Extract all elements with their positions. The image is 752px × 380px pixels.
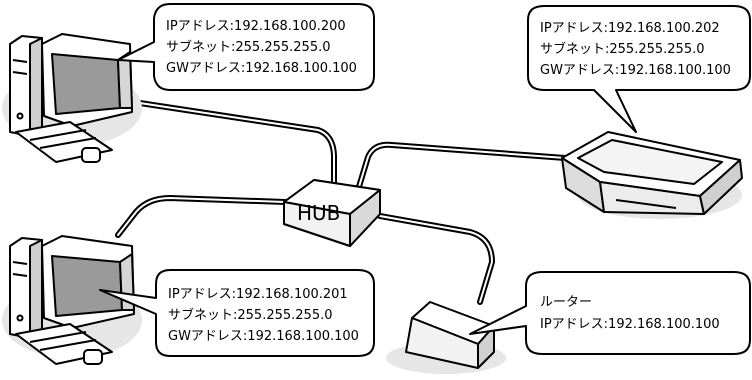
scanner-gateway: GWアドレス:192.168.100.100 <box>540 63 731 78</box>
callout-pc-bottom: IPアドレス:192.168.100.201 サブネット:255.255.255… <box>99 269 375 357</box>
pc-bottom-gateway: GWアドレス:192.168.100.100 <box>168 329 359 344</box>
pc-bottom-ip: IPアドレス:192.168.100.201 <box>168 287 348 302</box>
scanner-device <box>561 131 743 219</box>
cable-hub-pc-bottom <box>115 195 288 238</box>
pc-top-subnet: サブネット:255.255.255.0 <box>166 39 331 55</box>
cable-hub-scanner <box>355 141 568 193</box>
cable-hub-router <box>377 213 495 305</box>
hub-device: HUB <box>283 179 381 247</box>
cable-pc-top-hub <box>117 97 337 193</box>
scanner-ip: IPアドレス:192.168.100.202 <box>540 21 720 36</box>
router-ip: IPアドレス:192.168.100.100 <box>540 317 720 332</box>
callout-pc-top: IPアドレス:192.168.100.200 サブネット:255.255.255… <box>117 3 375 91</box>
scanner-subnet: サブネット:255.255.255.0 <box>540 41 705 57</box>
hub-label: HUB <box>297 201 340 225</box>
pc-bottom <box>2 235 142 365</box>
callout-scanner: IPアドレス:192.168.100.202 サブネット:255.255.255… <box>527 5 751 133</box>
router-label: ルーター <box>540 295 592 310</box>
callout-router: ルーター IPアドレス:192.168.100.100 <box>469 271 751 355</box>
pc-top <box>2 33 142 163</box>
router-device <box>386 301 506 374</box>
pc-bottom-subnet: サブネット:255.255.255.0 <box>168 307 333 323</box>
cables <box>115 97 568 305</box>
pc-top-gateway: GWアドレス:192.168.100.100 <box>166 61 357 76</box>
pc-top-ip: IPアドレス:192.168.100.200 <box>166 19 346 34</box>
